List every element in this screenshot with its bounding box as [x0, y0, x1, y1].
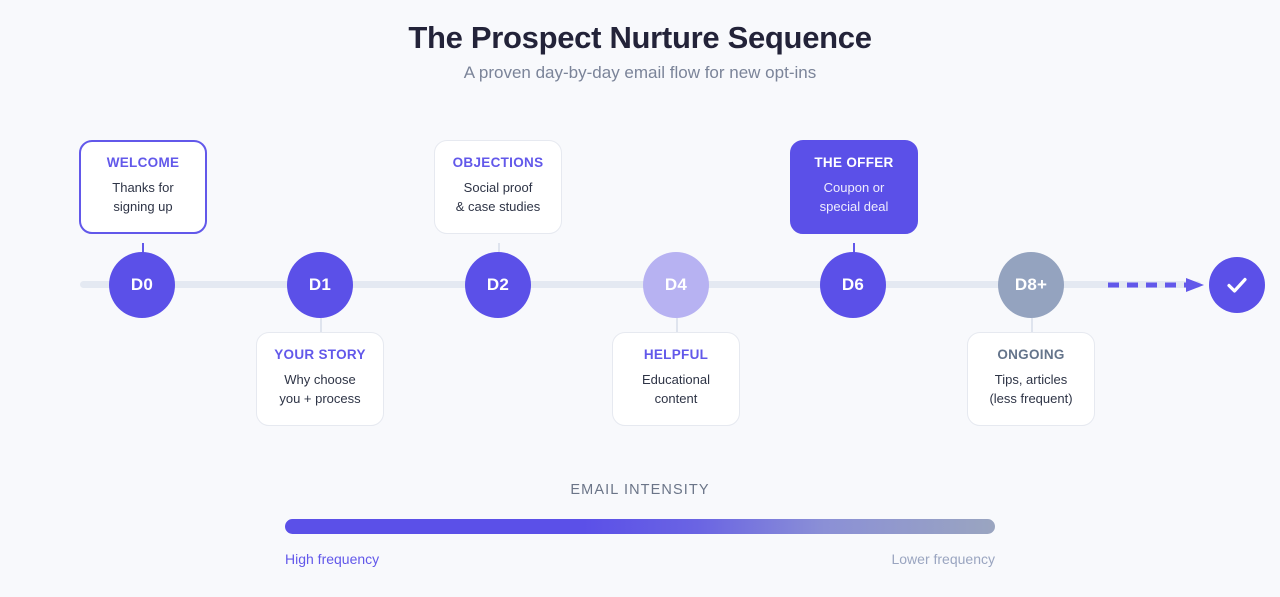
card-welcome[interactable]: WELCOME Thanks for signing up [79, 140, 207, 234]
page-subtitle: A proven day-by-day email flow for new o… [463, 63, 817, 82]
connector-ongoing [1031, 318, 1033, 332]
timeline-node-d0[interactable]: D0 [109, 252, 175, 318]
card-body: Social proof & case studies [455, 180, 541, 214]
card-your-story[interactable]: YOUR STORY Why choose you + process [256, 332, 384, 426]
connector-welcome [142, 243, 144, 257]
connector-objections [498, 243, 500, 257]
timeline-rail [80, 281, 1201, 288]
check-icon[interactable] [1209, 257, 1265, 313]
card-body: Tips, articles (less frequent) [989, 372, 1073, 406]
card-title: HELPFUL [643, 347, 709, 362]
card-title: THE OFFER [814, 155, 894, 170]
node-label: D2 [486, 275, 510, 294]
card-title: YOUR STORY [274, 347, 366, 362]
timeline-node-d8plus[interactable]: D8+ [998, 252, 1064, 318]
node-label: D8+ [1014, 275, 1048, 294]
intensity-legend-left: High frequency [285, 551, 380, 567]
node-label: D6 [841, 275, 865, 294]
timeline-node-d2[interactable]: D2 [465, 252, 531, 318]
card-ongoing[interactable]: ONGOING Tips, articles (less frequent) [967, 332, 1095, 426]
card-the-offer[interactable]: THE OFFER Coupon or special deal [790, 140, 918, 234]
connector-your-story [320, 318, 322, 332]
card-body: Why choose you + process [279, 372, 361, 406]
intensity-gradient-bar [285, 519, 995, 534]
card-title: WELCOME [106, 155, 180, 170]
node-label: D0 [130, 275, 154, 294]
card-objections[interactable]: OBJECTIONS Social proof & case studies [434, 140, 562, 234]
card-body: Thanks for signing up [112, 180, 174, 214]
page-title: The Prospect Nurture Sequence [408, 20, 872, 55]
timeline-node-d1[interactable]: D1 [287, 252, 353, 318]
card-body: Coupon or special deal [819, 180, 889, 214]
intensity-legend-right: Lower frequency [891, 551, 995, 567]
connector-the-offer [853, 243, 855, 257]
node-label: D4 [664, 275, 688, 294]
timeline-node-d6[interactable]: D6 [820, 252, 886, 318]
card-title: ONGOING [997, 347, 1065, 362]
card-helpful[interactable]: HELPFUL Educational content [612, 332, 740, 426]
card-body: Educational content [642, 372, 710, 406]
node-label: D1 [308, 275, 332, 294]
intensity-label: EMAIL INTENSITY [570, 482, 710, 498]
connector-helpful [676, 318, 678, 332]
card-title: OBJECTIONS [452, 155, 544, 170]
timeline-node-d4[interactable]: D4 [643, 252, 709, 318]
dashed-arrow-icon [1108, 277, 1208, 293]
